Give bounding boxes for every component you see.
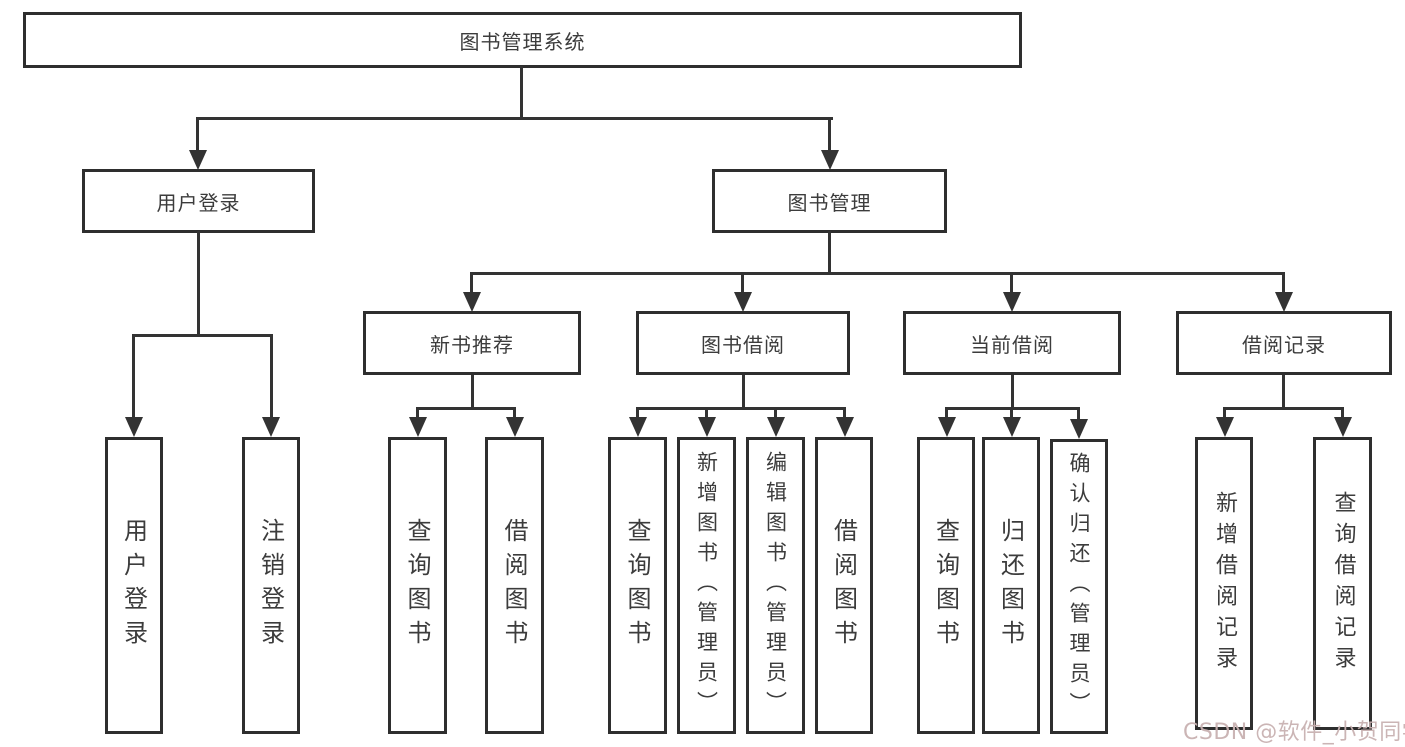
node-leaf-edit-books-admin: 编辑图书（管理员） bbox=[746, 437, 805, 734]
arrow-down-icon bbox=[1216, 417, 1234, 437]
node-leaf-query-borrow-record: 查询借阅记录 bbox=[1313, 437, 1372, 730]
node-label: 查询图书 bbox=[403, 517, 431, 654]
connector-line bbox=[774, 407, 777, 421]
connector-line bbox=[196, 117, 199, 153]
connector-line bbox=[945, 407, 948, 421]
node-label: 查询图书 bbox=[931, 517, 960, 654]
node-leaf-return-books: 归还图书 bbox=[982, 437, 1040, 734]
node-label: 借阅图书 bbox=[829, 517, 858, 654]
connector-line bbox=[742, 375, 745, 410]
node-label: 新书推荐 bbox=[430, 332, 514, 357]
node-label: 借阅记录 bbox=[1242, 332, 1326, 357]
node-leaf-borrow-books-1: 借阅图书 bbox=[485, 437, 544, 734]
connector-line bbox=[741, 272, 744, 296]
node-book-borrow: 图书借阅 bbox=[636, 311, 850, 375]
connector-line bbox=[636, 407, 846, 410]
node-leaf-user-login: 用户登录 bbox=[105, 437, 163, 734]
arrow-down-icon bbox=[463, 292, 481, 312]
node-label: 用户登录 bbox=[156, 190, 241, 215]
arrow-down-icon bbox=[821, 150, 839, 170]
arrow-down-icon bbox=[506, 417, 524, 437]
arrow-down-icon bbox=[1003, 292, 1021, 312]
node-label: 注销登录 bbox=[256, 517, 285, 654]
connector-line bbox=[132, 334, 135, 420]
node-user-login: 用户登录 bbox=[82, 169, 315, 233]
arrow-down-icon bbox=[1334, 417, 1352, 437]
connector-line bbox=[828, 117, 831, 153]
connector-line bbox=[520, 66, 523, 119]
connector-line bbox=[1010, 407, 1013, 421]
connector-line bbox=[705, 407, 708, 421]
node-library-system: 图书管理系统 bbox=[23, 12, 1022, 68]
connector-line bbox=[1010, 272, 1013, 296]
connector-line bbox=[843, 407, 846, 421]
node-leaf-logout: 注销登录 bbox=[242, 437, 300, 734]
node-label: 归还图书 bbox=[996, 517, 1025, 654]
connector-line bbox=[270, 334, 273, 420]
node-label: 图书管理 bbox=[787, 190, 872, 215]
connector-line bbox=[471, 375, 474, 410]
connector-line bbox=[1341, 407, 1344, 421]
node-label: 查询图书 bbox=[623, 517, 651, 654]
node-leaf-add-books-admin: 新增图书（管理员） bbox=[677, 437, 736, 734]
arrow-down-icon bbox=[629, 417, 647, 437]
node-leaf-query-books-3: 查询图书 bbox=[917, 437, 975, 734]
node-leaf-add-borrow-record: 新增借阅记录 bbox=[1195, 437, 1253, 730]
arrow-down-icon bbox=[734, 292, 752, 312]
node-label: 用户登录 bbox=[119, 517, 148, 654]
connector-line bbox=[196, 117, 833, 120]
arrow-down-icon bbox=[262, 417, 280, 437]
connector-line bbox=[513, 407, 516, 421]
arrow-down-icon bbox=[1275, 292, 1293, 312]
connector-line bbox=[1011, 375, 1014, 410]
node-label: 当前借阅 bbox=[970, 332, 1054, 357]
connector-line bbox=[416, 407, 419, 421]
node-borrow-records: 借阅记录 bbox=[1176, 311, 1392, 375]
connector-line bbox=[416, 407, 516, 410]
connector-line bbox=[1223, 407, 1226, 421]
node-leaf-borrow-books-2: 借阅图书 bbox=[815, 437, 873, 734]
connector-line bbox=[828, 231, 831, 274]
node-label: 编辑图书（管理员） bbox=[763, 450, 788, 721]
connector-line bbox=[470, 272, 1283, 275]
node-label: 确认归还（管理员） bbox=[1067, 451, 1091, 722]
node-label: 新增借阅记录 bbox=[1212, 490, 1237, 677]
node-label: 新增图书（管理员） bbox=[694, 450, 719, 721]
connector-line bbox=[197, 231, 200, 337]
arrow-down-icon bbox=[938, 417, 956, 437]
node-label: 图书借阅 bbox=[701, 332, 785, 357]
connector-line bbox=[132, 334, 273, 337]
arrow-down-icon bbox=[189, 150, 207, 170]
arrow-down-icon bbox=[125, 417, 143, 437]
node-leaf-query-books-2: 查询图书 bbox=[608, 437, 667, 734]
node-leaf-query-books-1: 查询图书 bbox=[388, 437, 447, 734]
node-new-book-recommend: 新书推荐 bbox=[363, 311, 581, 375]
node-leaf-confirm-return-admin: 确认归还（管理员） bbox=[1050, 439, 1108, 734]
connector-line bbox=[1223, 407, 1343, 410]
node-book-management: 图书管理 bbox=[712, 169, 947, 233]
csdn-watermark: CSDN @软件_小贺同学 bbox=[1183, 720, 1405, 745]
arrow-down-icon bbox=[698, 417, 716, 437]
arrow-down-icon bbox=[1003, 417, 1021, 437]
arrow-down-icon bbox=[1070, 419, 1088, 439]
connector-line bbox=[1282, 272, 1285, 296]
node-label: 图书管理系统 bbox=[459, 29, 586, 54]
node-current-borrow: 当前借阅 bbox=[903, 311, 1121, 375]
arrow-down-icon bbox=[836, 417, 854, 437]
node-label: 查询借阅记录 bbox=[1330, 490, 1356, 677]
node-label: 借阅图书 bbox=[500, 517, 528, 654]
connector-line bbox=[1282, 375, 1285, 410]
connector-line bbox=[470, 272, 473, 296]
arrow-down-icon bbox=[767, 417, 785, 437]
connector-line bbox=[1077, 407, 1080, 423]
arrow-down-icon bbox=[409, 417, 427, 437]
connector-line bbox=[636, 407, 639, 421]
